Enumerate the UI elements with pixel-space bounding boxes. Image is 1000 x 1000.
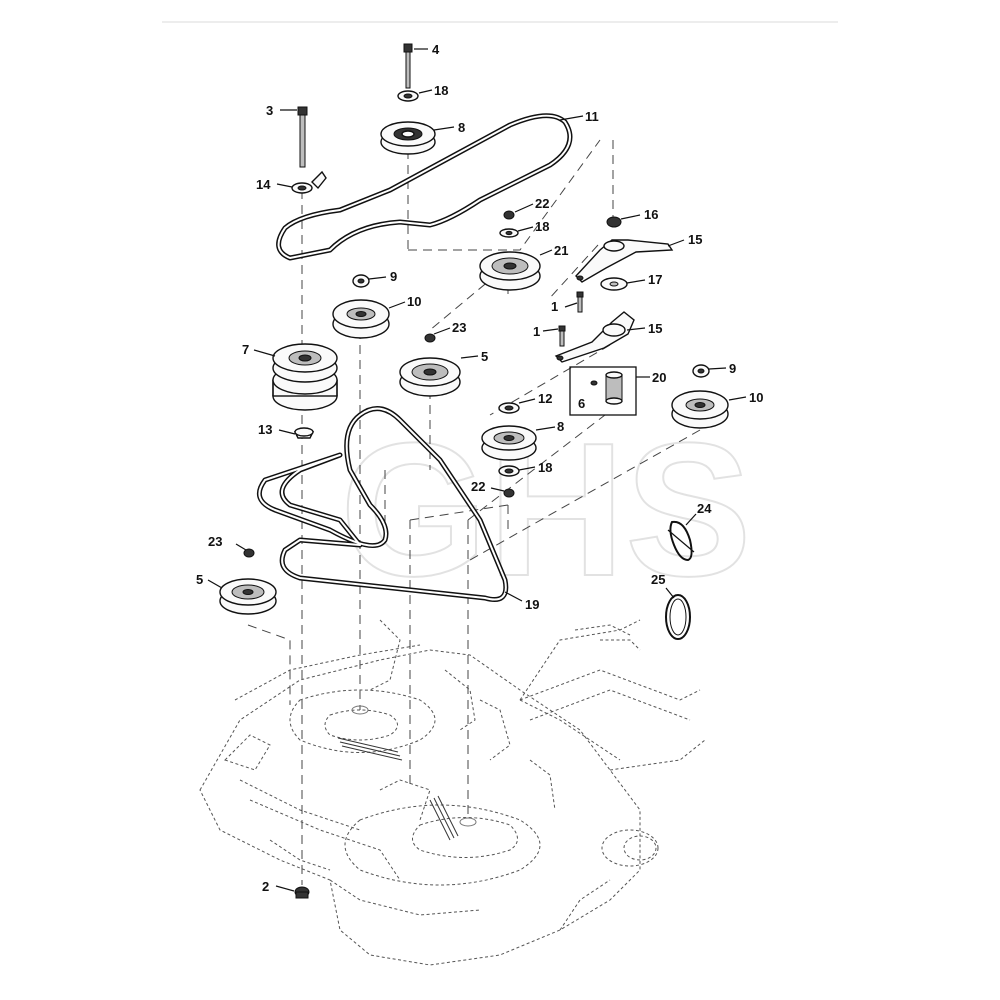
part-18-washer bbox=[397, 90, 419, 102]
callout-10: 10 bbox=[749, 390, 763, 405]
part-23-nut-b bbox=[243, 548, 255, 558]
part-12-washer bbox=[498, 402, 520, 414]
callout-3: 3 bbox=[266, 103, 273, 118]
callout-19: 19 bbox=[525, 597, 539, 612]
callout-5: 5 bbox=[196, 572, 203, 587]
part-14-bracket bbox=[291, 170, 327, 194]
callout-17: 17 bbox=[648, 272, 662, 287]
part-13-spacer bbox=[293, 427, 315, 439]
callout-16: 16 bbox=[644, 207, 658, 222]
callout-1: 1 bbox=[533, 324, 540, 339]
callout-9: 9 bbox=[390, 269, 397, 284]
part-25-clip bbox=[665, 594, 691, 640]
callout-13: 13 bbox=[258, 422, 272, 437]
part-21-pulley bbox=[479, 251, 541, 291]
callout-2: 2 bbox=[262, 879, 269, 894]
callout-23: 23 bbox=[208, 534, 222, 549]
part-1-bolt-b bbox=[558, 325, 566, 347]
callout-labels: 4 18 3 8 11 14 22 18 16 15 21 9 17 10 1 … bbox=[196, 42, 763, 894]
belt-19 bbox=[256, 406, 509, 602]
mower-deck bbox=[199, 619, 706, 966]
leader-lines bbox=[207, 48, 747, 892]
callout-20: 20 bbox=[652, 370, 666, 385]
part-15-idler-arm-b bbox=[554, 311, 635, 363]
part-18-washer-c bbox=[498, 465, 520, 477]
callout-6: 6 bbox=[578, 396, 585, 411]
belt-11 bbox=[276, 113, 573, 261]
callout-4: 4 bbox=[432, 42, 440, 57]
part-23-nut bbox=[424, 333, 436, 343]
callout-15: 15 bbox=[648, 321, 662, 336]
part-17-washer bbox=[600, 277, 628, 291]
callout-18: 18 bbox=[434, 83, 448, 98]
part-20-box bbox=[569, 366, 637, 416]
callout-11: 11 bbox=[585, 109, 599, 124]
callout-18: 18 bbox=[538, 460, 552, 475]
part-4-bolt bbox=[403, 43, 413, 89]
callout-12: 12 bbox=[538, 391, 552, 406]
callout-10: 10 bbox=[407, 294, 421, 309]
callout-15: 15 bbox=[688, 232, 702, 247]
callout-21: 21 bbox=[554, 243, 568, 258]
callout-24: 24 bbox=[697, 501, 712, 516]
part-16-nut bbox=[606, 216, 622, 228]
callout-25: 25 bbox=[651, 572, 665, 587]
callout-7: 7 bbox=[242, 342, 249, 357]
callout-8: 8 bbox=[557, 419, 564, 434]
part-10-pulley bbox=[332, 299, 390, 339]
part-9-nut bbox=[352, 274, 370, 288]
part-3-bolt bbox=[297, 106, 308, 168]
callout-22: 22 bbox=[535, 196, 549, 211]
part-22-nut bbox=[503, 210, 515, 220]
part-1-bolt-a bbox=[576, 291, 584, 313]
part-2-nut bbox=[294, 886, 310, 899]
callout-5: 5 bbox=[481, 349, 488, 364]
watermark-text: GHS bbox=[340, 404, 752, 616]
callout-22: 22 bbox=[471, 479, 485, 494]
part-5-pulley bbox=[399, 357, 461, 397]
part-15-idler-arm-a bbox=[575, 239, 674, 283]
callout-9: 9 bbox=[729, 361, 736, 376]
part-7-double-pulley bbox=[272, 343, 338, 411]
part-18-washer-b bbox=[499, 228, 519, 238]
callout-23: 23 bbox=[452, 320, 466, 335]
part-5-pulley-b bbox=[219, 578, 277, 615]
callout-18: 18 bbox=[535, 219, 549, 234]
part-24-clip bbox=[667, 520, 695, 562]
part-8-pulley-b bbox=[481, 425, 537, 461]
part-9-nut-b bbox=[692, 364, 710, 378]
callout-1: 1 bbox=[551, 299, 558, 314]
callout-14: 14 bbox=[256, 177, 271, 192]
callout-8: 8 bbox=[458, 120, 465, 135]
part-8-pulley bbox=[380, 121, 436, 155]
part-22-nut-b bbox=[503, 488, 515, 498]
part-10-pulley-b bbox=[671, 390, 729, 429]
